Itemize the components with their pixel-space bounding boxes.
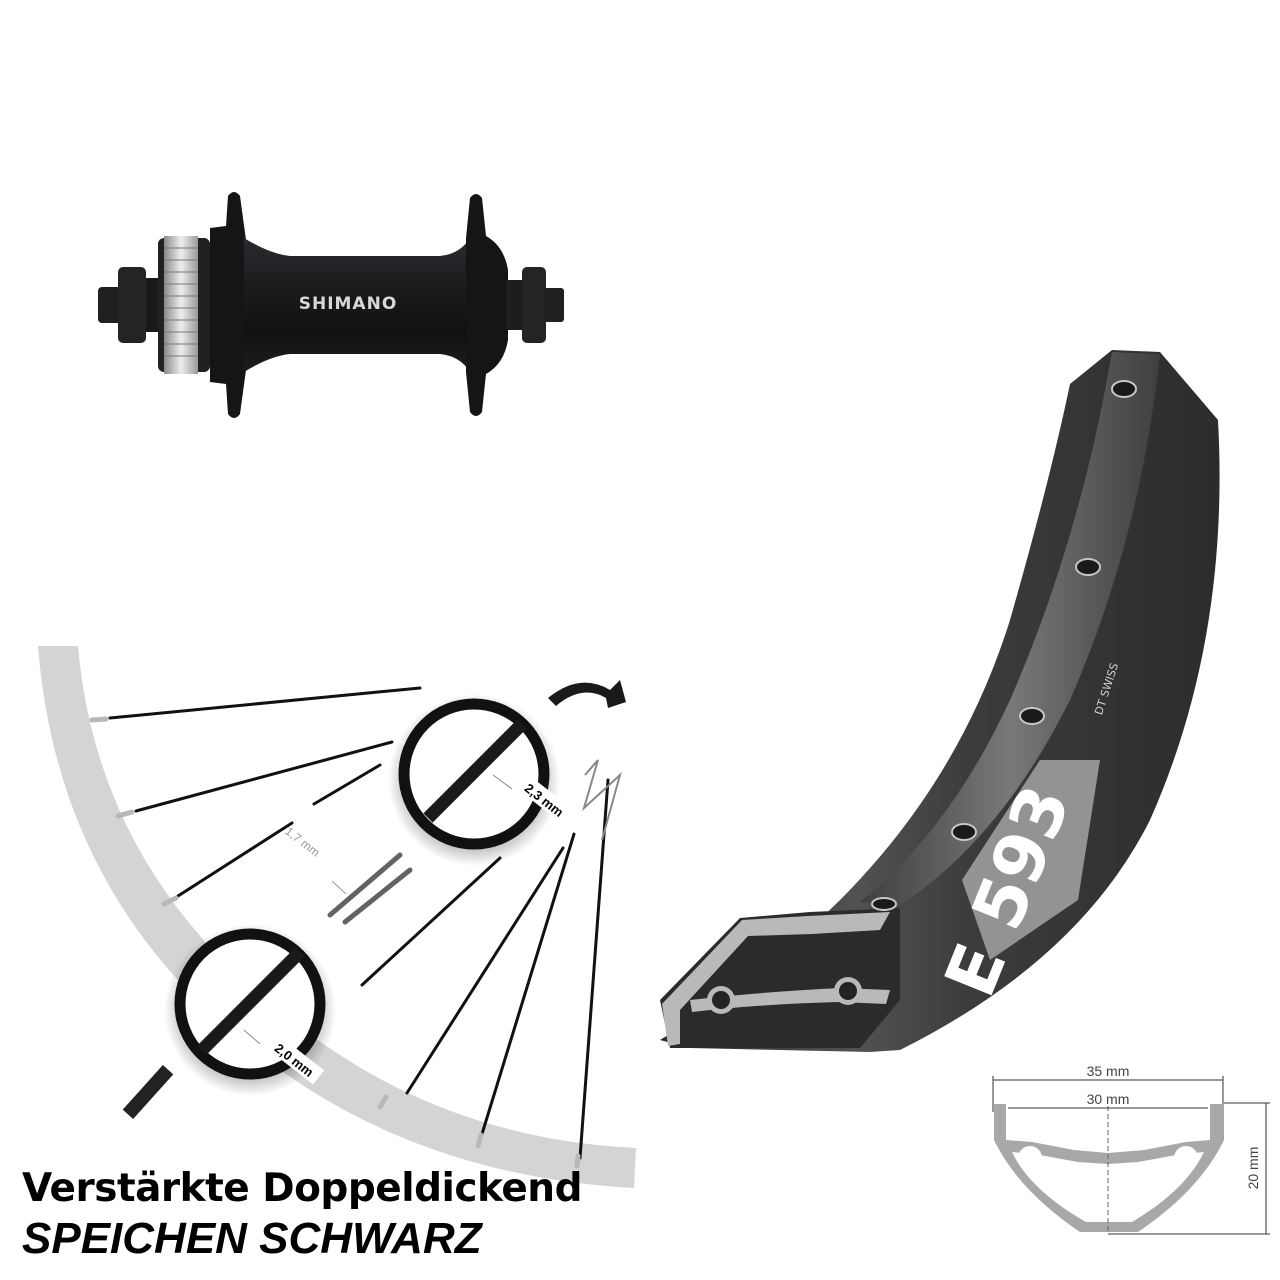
- thickness-tick-middle: [331, 880, 347, 895]
- headline-line2: SPEICHEN SCHWARZ: [22, 1214, 482, 1263]
- rotor-lockring: [158, 236, 210, 374]
- dimension-outer-width: 35 mm: [1087, 1063, 1130, 1079]
- dimension-lines: [992, 1076, 1270, 1235]
- hub-shell: SHIMANO: [244, 238, 470, 372]
- spoke-nipples: [89, 716, 581, 1169]
- motion-spokes: [327, 852, 413, 925]
- dimension-inner-width: 30 mm: [1087, 1091, 1130, 1107]
- rim-cutaway: [660, 908, 900, 1048]
- spoke-head-icon: [548, 680, 626, 708]
- magnifier-2-0mm: 2,0 mm: [164, 924, 336, 1096]
- spokes: [108, 686, 610, 1160]
- hub-axle-left: [98, 267, 160, 343]
- rim-spoke-bed: [860, 352, 1160, 905]
- spoke-zigzag: [582, 759, 622, 841]
- spoke-thread-end: [122, 1065, 174, 1119]
- headline-line1: Verstärkte Doppeldickend: [22, 1166, 583, 1211]
- hub-axle-right: [506, 267, 564, 343]
- hub-flange-right: [466, 194, 508, 416]
- rim-spoke-holes: [871, 380, 1137, 911]
- hub-flange-left: [210, 192, 246, 418]
- wheel-rim-arc: [38, 646, 636, 1188]
- dimension-height: 20 mm: [1245, 1147, 1261, 1190]
- magnifier-2-3mm: 2,3 mm: [388, 694, 575, 866]
- hub-brand-logo: SHIMANO: [299, 294, 398, 314]
